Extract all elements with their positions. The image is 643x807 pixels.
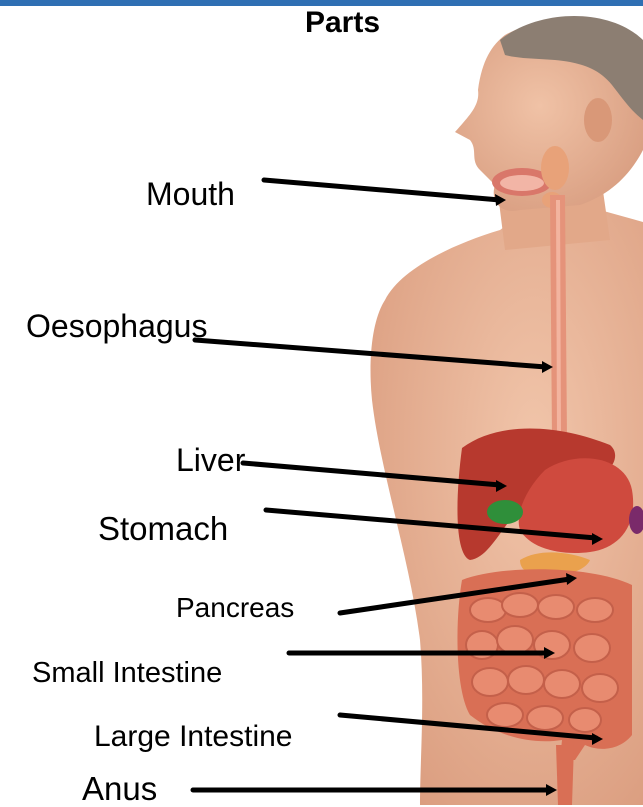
- label-large-intestine: Large Intestine: [94, 722, 292, 752]
- arrow-mouth: [264, 180, 500, 200]
- label-pancreas: Pancreas: [176, 594, 294, 622]
- label-mouth: Mouth: [146, 178, 235, 210]
- salivary-gland: [541, 146, 569, 190]
- gallbladder: [487, 500, 523, 524]
- label-liver: Liver: [176, 444, 245, 476]
- ear: [584, 98, 612, 142]
- label-small-intestine: Small Intestine: [32, 659, 222, 688]
- label-stomach: Stomach: [98, 512, 228, 545]
- page-title: Parts: [0, 6, 643, 40]
- rectum: [556, 745, 574, 805]
- label-oesophagus: Oesophagus: [26, 310, 207, 342]
- label-anus: Anus: [82, 772, 157, 805]
